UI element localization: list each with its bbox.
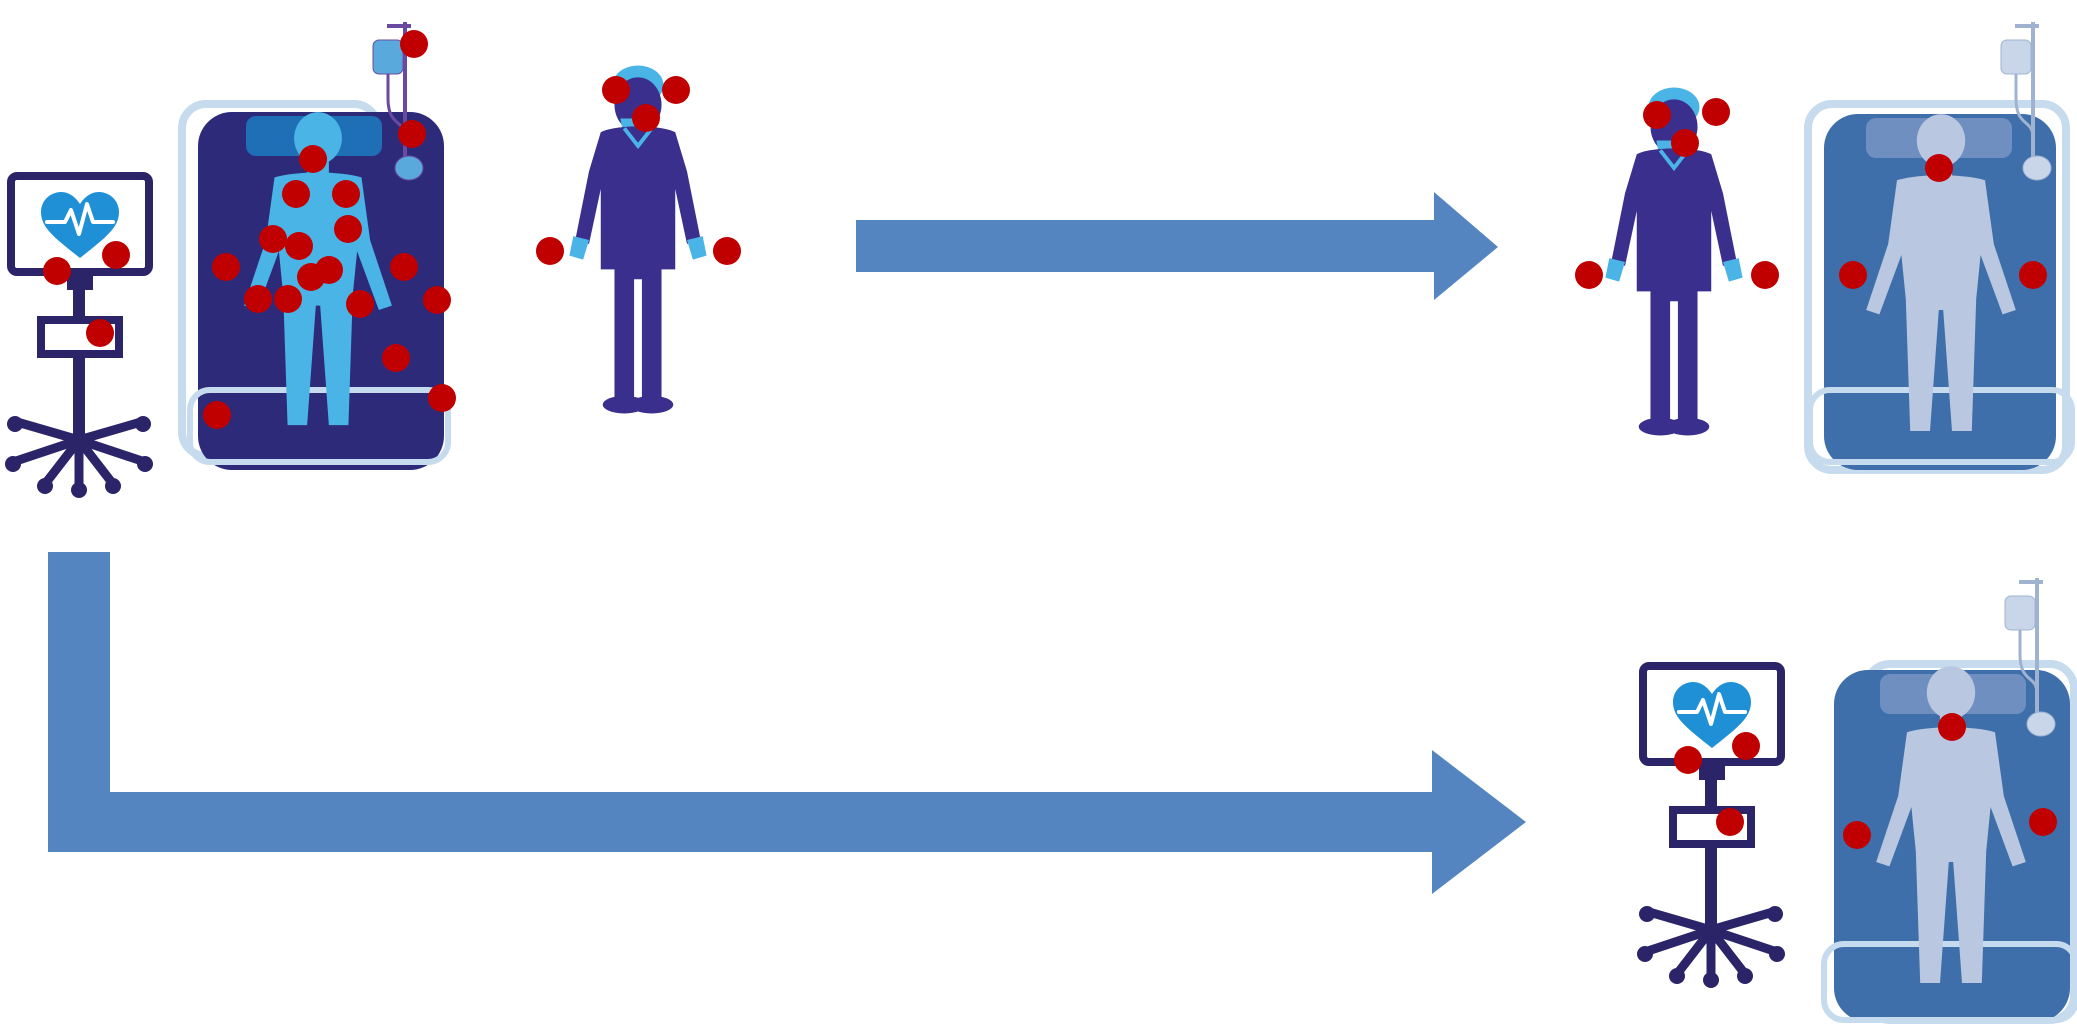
contamination-dot [1839,261,1867,289]
contamination-dot [632,104,660,132]
arrow-to-monitor-transfer [48,552,1526,894]
contamination-dot [713,237,741,265]
contamination-dot [2019,261,2047,289]
contamination-dot [398,120,426,148]
contamination-dot [1674,746,1702,774]
contamination-dot [212,253,240,281]
contamination-dot [423,286,451,314]
contamination-dot [274,285,302,313]
contamination-dot [1643,101,1671,129]
contamination-dot [536,237,564,265]
contamination-dot [259,225,287,253]
contamination-dot [1716,808,1744,836]
contamination-dot [1671,129,1699,157]
contamination-dot [1702,98,1730,126]
contamination-dot [299,145,327,173]
contamination-dot [244,285,272,313]
contamination-dot [1925,154,1953,182]
contamination-dot [390,253,418,281]
arrow-to-worker-transfer [856,192,1498,300]
contamination-dot [662,76,690,104]
transfer-monitor [1637,666,1785,988]
contamination-dot [43,257,71,285]
contamination-dot [428,384,456,412]
contamination-dot [602,76,630,104]
contamination-dot [203,401,231,429]
contamination-dot [282,180,310,208]
contamination-dot [315,256,343,284]
contamination-dot [1938,713,1966,741]
contamination-dot [1575,261,1603,289]
contamination-dot [1751,261,1779,289]
contamination-dot [86,319,114,347]
contamination-dot [2029,808,2057,836]
contamination-dot [332,180,360,208]
contamination-dot [346,290,374,318]
contamination-dot [334,215,362,243]
source-monitor [5,176,153,498]
contamination-dot [1732,732,1760,760]
contamination-dot [102,241,130,269]
contamination-dot [1843,821,1871,849]
contamination-dot [285,232,313,260]
contamination-dot [382,344,410,372]
contamination-dot [400,30,428,58]
